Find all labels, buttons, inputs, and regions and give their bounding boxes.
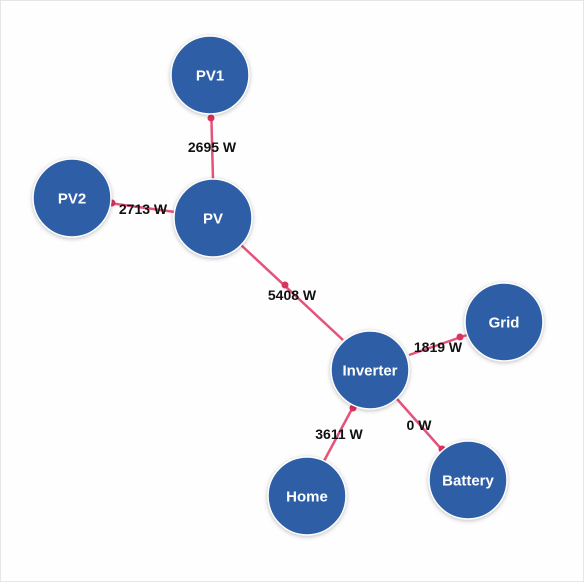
- link-dots-layer: [108, 114, 464, 453]
- link-dot-pv-inverter: [281, 281, 289, 289]
- node-inverter-label: Inverter: [342, 363, 397, 380]
- link-dot-pv1-pv: [207, 114, 215, 122]
- node-pv2-circle[interactable]: [32, 158, 112, 238]
- link-label-home-inverter: 3611 W: [315, 426, 363, 442]
- link-label-pv1-pv: 2695 W: [188, 139, 237, 155]
- node-pv-circle[interactable]: [173, 178, 253, 258]
- link-labels-layer: 2695 W 2713 W 5408 W 1819 W 3611 W 0 W: [119, 139, 463, 442]
- link-label-inverter-grid: 1819 W: [414, 339, 463, 355]
- node-battery[interactable]: Battery: [428, 440, 508, 520]
- node-grid-label: Grid: [489, 315, 520, 332]
- link-label-pv2-pv: 2713 W: [119, 201, 168, 217]
- node-home-label: Home: [286, 489, 328, 506]
- link-dot-inverter-grid: [456, 333, 464, 341]
- node-battery-circle[interactable]: [428, 440, 508, 520]
- link-home-inverter: [322, 406, 355, 462]
- node-battery-label: Battery: [442, 473, 494, 490]
- node-pv1-label: PV1: [196, 68, 224, 85]
- node-inverter-circle[interactable]: [330, 330, 410, 410]
- link-label-pv-inverter: 5408 W: [268, 287, 317, 303]
- links-layer: [108, 102, 468, 462]
- node-home[interactable]: Home: [267, 456, 347, 536]
- node-grid-circle[interactable]: [464, 282, 544, 362]
- node-home-circle[interactable]: [267, 456, 347, 536]
- link-label-inverter-battery: 0 W: [407, 417, 433, 433]
- node-pv1[interactable]: PV1: [170, 35, 250, 115]
- node-inverter[interactable]: Inverter: [330, 330, 410, 410]
- link-inverter-battery: [396, 398, 445, 453]
- link-pv-inverter: [240, 244, 344, 341]
- link-pv2-pv: [108, 201, 176, 214]
- node-pv[interactable]: PV: [173, 178, 253, 258]
- node-pv2[interactable]: PV2: [32, 158, 112, 238]
- node-grid[interactable]: Grid: [464, 282, 544, 362]
- nodes-layer: PV1 PV2 PV Grid Inverter Home: [32, 35, 544, 536]
- node-pv-label: PV: [203, 211, 223, 228]
- node-pv1-circle[interactable]: [170, 35, 250, 115]
- node-pv2-label: PV2: [58, 191, 86, 208]
